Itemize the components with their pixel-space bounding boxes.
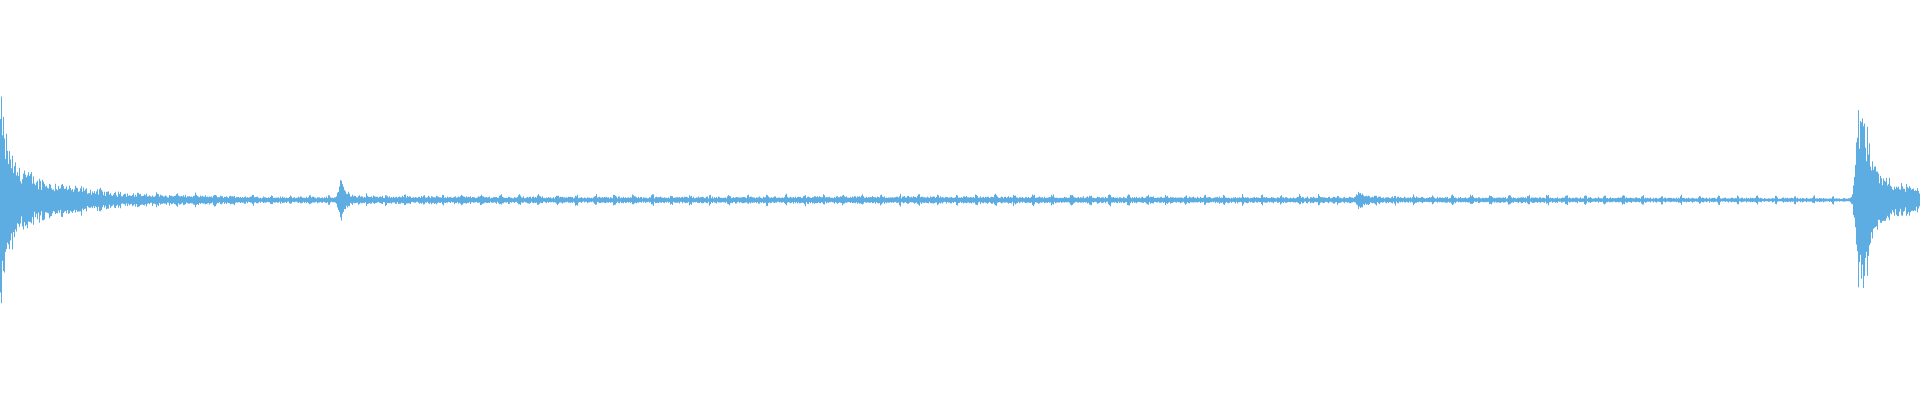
waveform-trace	[0, 96, 1920, 304]
waveform-samples	[0, 96, 1920, 304]
